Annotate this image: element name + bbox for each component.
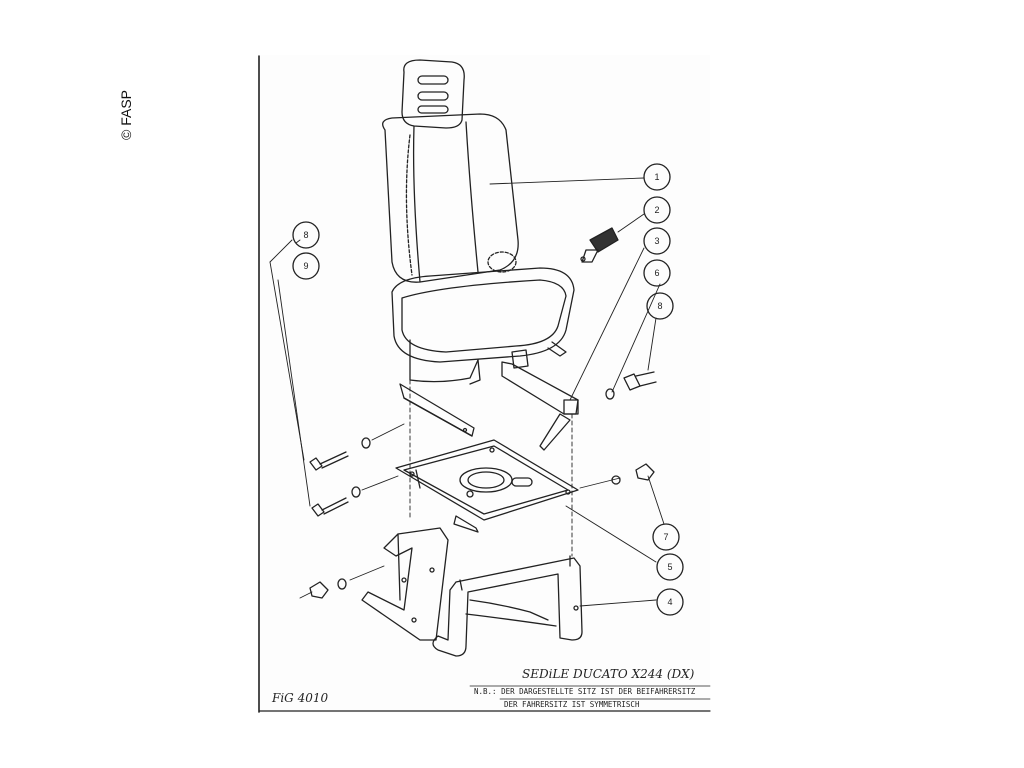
callout-3: 3: [643, 227, 671, 255]
svg-text:6: 6: [654, 268, 659, 278]
svg-text:1: 1: [654, 172, 659, 182]
callout-8-left: 8: [292, 221, 320, 249]
svg-text:4: 4: [667, 597, 672, 607]
belt-buckle: [580, 227, 619, 263]
seat-assembly: [382, 59, 575, 385]
figure-label: FiG 4010: [271, 691, 328, 705]
drawing-sheet: [258, 55, 710, 713]
svg-text:8: 8: [657, 301, 662, 311]
drawing-title: SEDiLE DUCATO X244 (DX): [522, 667, 695, 681]
svg-text:7: 7: [663, 532, 668, 542]
note-line-1: N.B.: DER DARGESTELLTE SITZ IST DER BEIF…: [474, 687, 696, 696]
callout-9: 9: [292, 252, 320, 280]
svg-text:8: 8: [303, 230, 308, 240]
title-block: SEDiLE DUCATO X244 (DX) N.B.: DER DARGES…: [271, 667, 711, 709]
callout-4: 4: [656, 588, 684, 616]
svg-text:9: 9: [303, 261, 308, 271]
callout-5: 5: [656, 553, 684, 581]
callout-2: 2: [643, 196, 671, 224]
bolts-washers: [309, 371, 657, 599]
swivel-plate: [395, 439, 579, 533]
svg-text:3: 3: [654, 236, 659, 246]
base-frame: [361, 527, 583, 657]
callout-7: 7: [652, 523, 680, 551]
callout-8-right: 8: [646, 292, 674, 320]
note-line-2: DER FAHRERSITZ IST SYMMETRISCH: [504, 700, 640, 709]
svg-text:2: 2: [654, 205, 659, 215]
callout-6: 6: [643, 259, 671, 287]
slide-rails: [399, 361, 579, 451]
callouts: 1 2 3 6 8 8 9 7 5 4: [292, 163, 684, 616]
svg-text:5: 5: [667, 562, 672, 572]
leader-lines: [269, 177, 665, 607]
callout-1: 1: [643, 163, 671, 191]
